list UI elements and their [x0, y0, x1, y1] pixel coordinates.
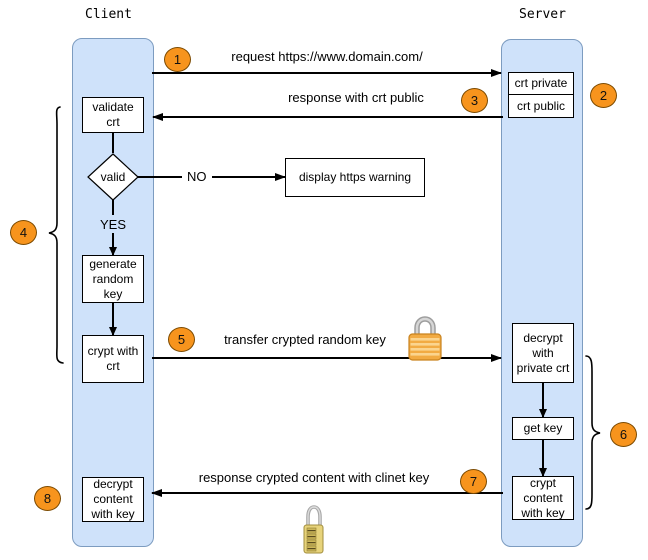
client-lane-label: Client: [85, 7, 132, 22]
combination-lock-icon: [303, 505, 324, 554]
response-public-arrow: [153, 116, 503, 118]
crypt-content-with-key-box: crypt content with key: [512, 476, 574, 520]
no-label: NO: [182, 169, 212, 184]
transfer-key-label: transfer crypted random key: [224, 332, 386, 347]
step-badge-3: 3: [461, 88, 488, 113]
validate-crt-box: validate crt: [82, 97, 144, 133]
crt-public-box: crt public: [508, 94, 574, 118]
decrypt-content-with-key-box: decrypt content with key: [82, 477, 144, 522]
crypt-with-crt-box: crypt with crt: [82, 335, 144, 383]
step-badge-7: 7: [460, 469, 487, 494]
transfer-key-arrow: [152, 357, 501, 359]
response-content-label: response crypted content with clinet key: [198, 470, 430, 485]
step-badge-8: 8: [34, 486, 61, 511]
connector-validate-to-diamond: [112, 133, 114, 153]
step-badge-5: 5: [168, 327, 195, 352]
response-content-arrow: [152, 492, 503, 494]
server-lane-label: Server: [519, 7, 566, 22]
client-steps-brace: [48, 106, 64, 364]
yes-label: YES: [99, 217, 127, 232]
step-badge-2: 2: [590, 83, 617, 108]
step-badge-4: 4: [10, 220, 37, 245]
connector-getkey-to-cryptcontent: [542, 440, 544, 476]
decrypt-with-private-crt-box: decrypt with private crt: [512, 323, 574, 383]
connector-diamond-to-yes: [112, 200, 114, 215]
valid-diamond-label: valid: [100, 170, 126, 184]
server-steps-brace: [585, 355, 601, 510]
connector-yes-to-generate: [112, 233, 114, 255]
display-https-warning-box: display https warning: [285, 158, 425, 197]
connector-generate-to-crypt: [112, 303, 114, 335]
request-label: request https://www.domain.com/: [231, 49, 423, 64]
generate-random-key-box: generate random key: [82, 255, 144, 303]
crt-private-box: crt private: [508, 72, 574, 95]
step-badge-6: 6: [610, 422, 637, 447]
padlock-icon: [408, 316, 442, 361]
get-key-box: get key: [512, 417, 574, 440]
step-badge-1: 1: [164, 47, 191, 72]
response-public-label: response with crt public: [288, 90, 424, 105]
connector-decrypt-to-getkey: [542, 383, 544, 417]
request-arrow: [152, 72, 501, 74]
